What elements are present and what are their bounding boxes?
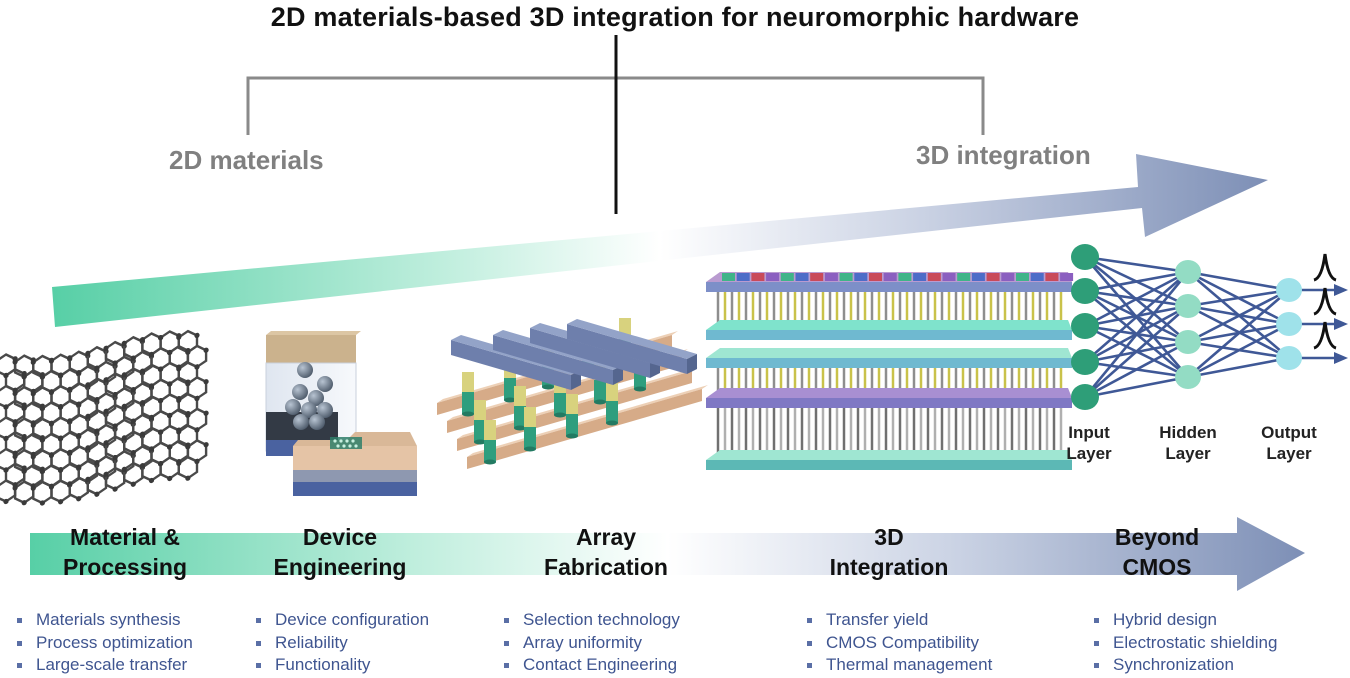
3d-stack-illustration [706, 272, 1074, 470]
list-item: Synchronization [1091, 654, 1277, 677]
stage-label-line2: Processing [63, 554, 187, 580]
hidden-node [1175, 260, 1201, 284]
input-layer-label-line1: Input [1068, 423, 1110, 442]
bottom-progress-arrow [30, 517, 1305, 591]
list-item: CMOS Compatibility [804, 632, 992, 655]
stage-label-line1: Material & [70, 524, 180, 550]
stage-label-line1: 3D [874, 524, 904, 550]
list-item: Process optimization [14, 632, 193, 655]
big-progress-arrow [52, 154, 1268, 327]
list-item: Electrostatic shielding [1091, 632, 1277, 655]
stage-label-line2: Integration [829, 554, 949, 580]
figure-title: 2D materials-based 3D integration for ne… [270, 2, 1080, 32]
hidden-node [1175, 330, 1201, 354]
list-item: Contact Engineering [501, 654, 680, 677]
bullet-list-beyond-cmos: Hybrid design Electrostatic shielding Sy… [1091, 609, 1277, 677]
hidden-layer-label-line1: Hidden [1159, 423, 1217, 442]
output-node [1276, 278, 1302, 302]
input-node [1071, 278, 1099, 304]
stage-label-device-engineering: Device Engineering [230, 522, 450, 582]
branch-label-2d-materials: 2D materials [169, 145, 324, 175]
stage-label-line2: Engineering [273, 554, 407, 580]
neural-network-diagram [1071, 244, 1348, 410]
stage-label-line2: CMOS [1122, 554, 1192, 580]
hidden-node [1175, 294, 1201, 318]
crossbar-array-illustration [437, 318, 708, 469]
list-item: Large-scale transfer [14, 654, 193, 677]
hidden-node [1175, 365, 1201, 389]
input-node [1071, 349, 1099, 375]
input-layer-label-line2: Layer [1066, 444, 1112, 463]
stage-label-line1: Device [302, 524, 378, 550]
list-item: Functionality [253, 654, 429, 677]
list-item: Thermal management [804, 654, 992, 677]
input-node [1071, 313, 1099, 339]
input-node [1071, 244, 1099, 270]
stage-label-array-fabrication: Array Fabrication [496, 522, 716, 582]
stage-label-line1: Array [575, 524, 637, 550]
stage-label-3d-integration: 3D Integration [779, 522, 999, 582]
list-item: Materials synthesis [14, 609, 193, 632]
branch-label-3d-integration: 3D integration [916, 140, 1091, 170]
output-layer-label-line1: Output [1261, 423, 1317, 442]
output-layer-label: Output Layer [1244, 422, 1334, 464]
device-illustration [265, 331, 417, 496]
output-layer-label-line2: Layer [1266, 444, 1312, 463]
stage-label-line1: Beyond [1114, 524, 1200, 550]
list-item: Selection technology [501, 609, 680, 632]
input-layer-label: Input Layer [1044, 422, 1134, 464]
stage-label-beyond-cmos: Beyond CMOS [1047, 522, 1267, 582]
list-item: Reliability [253, 632, 429, 655]
hidden-layer-label-line2: Layer [1165, 444, 1211, 463]
bullet-list-material-processing: Materials synthesis Process optimization… [14, 609, 193, 677]
list-item: Transfer yield [804, 609, 992, 632]
bullet-list-array-fabrication: Selection technology Array uniformity Co… [501, 609, 680, 677]
output-node [1276, 346, 1302, 370]
stage-label-material-processing: Material & Processing [15, 522, 235, 582]
list-item: Device configuration [253, 609, 429, 632]
list-item: Array uniformity [501, 632, 680, 655]
graphene-sheet-image [0, 329, 209, 506]
list-item: Hybrid design [1091, 609, 1277, 632]
bullet-list-device-engineering: Device configuration Reliability Functio… [253, 609, 429, 677]
bullet-list-3d-integration: Transfer yield CMOS Compatibility Therma… [804, 609, 992, 677]
output-node [1276, 312, 1302, 336]
input-node [1071, 384, 1099, 410]
hidden-layer-label: Hidden Layer [1143, 422, 1233, 464]
stage-label-line2: Fabrication [544, 554, 668, 580]
